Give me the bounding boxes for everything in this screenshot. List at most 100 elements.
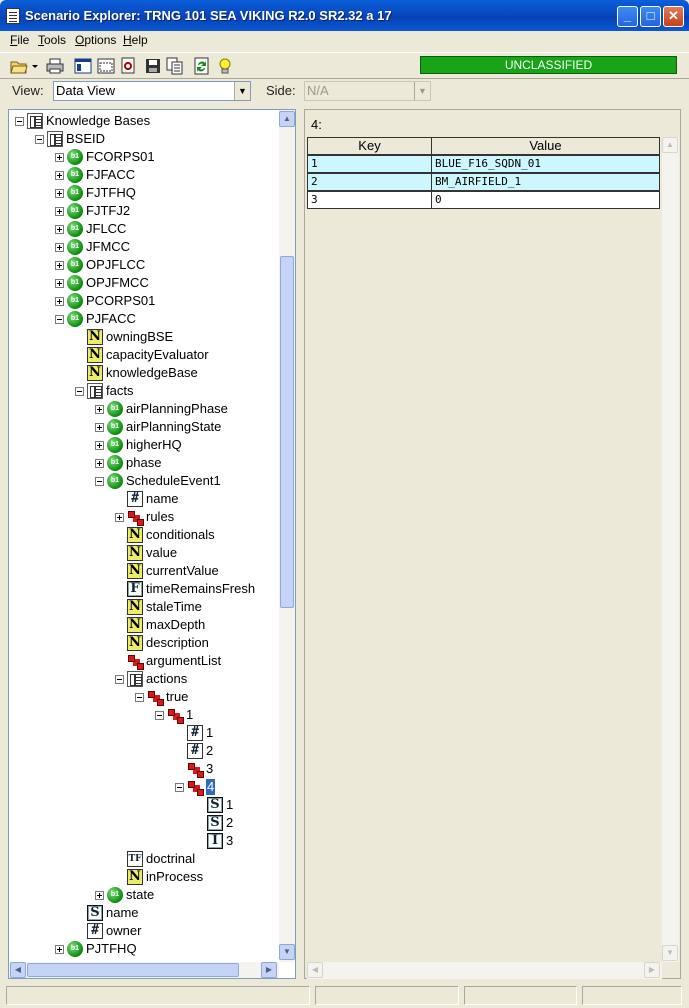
collapse-icon[interactable] — [35, 135, 44, 144]
expand-icon[interactable] — [55, 189, 64, 198]
column-header-value[interactable]: Value — [431, 137, 660, 155]
expand-icon[interactable] — [95, 459, 104, 468]
tree-node-label: airPlanningState — [126, 419, 222, 434]
dropdown-arrow-icon[interactable] — [31, 57, 39, 75]
expand-icon[interactable] — [95, 423, 104, 432]
view-select-value: Data View — [56, 83, 116, 98]
tree-node-label: OPJFMCC — [86, 275, 149, 290]
list-icon — [127, 509, 144, 526]
scroll-down-icon[interactable]: ▼ — [279, 944, 295, 960]
expand-icon[interactable] — [55, 945, 64, 954]
menu-help[interactable]: Help — [123, 33, 148, 47]
tree-node-label: FJTFHQ — [86, 185, 136, 200]
open-folder-icon[interactable] — [10, 57, 28, 75]
scroll-up-icon[interactable]: ▲ — [279, 111, 295, 127]
tree-node-label: argumentList — [146, 653, 222, 668]
expand-icon[interactable] — [55, 153, 64, 162]
s-string-icon: S — [207, 797, 223, 813]
tree-node-label: knowledgeBase — [106, 365, 198, 380]
tree-node-label: actions — [146, 671, 188, 686]
expand-icon[interactable] — [55, 171, 64, 180]
expand-icon[interactable] — [55, 243, 64, 252]
collapse-icon[interactable] — [135, 693, 144, 702]
table-cell-key[interactable]: 2 — [307, 173, 432, 191]
view-select[interactable]: Data View ▼ — [53, 81, 251, 101]
table-cell-key[interactable]: 1 — [307, 155, 432, 173]
tree-node-label: state — [126, 887, 155, 902]
green-fact-icon: b1 — [67, 203, 83, 219]
detail-horizontal-scrollbar[interactable]: ◀ ▶ — [307, 962, 662, 979]
detail-vertical-scrollbar[interactable]: ▲ ▼ — [662, 137, 679, 962]
window-icon[interactable] — [97, 57, 115, 75]
collapse-icon[interactable] — [115, 675, 124, 684]
copy-icon[interactable] — [166, 57, 184, 75]
classification-banner: UNCLASSIFIED — [420, 56, 677, 74]
expand-icon[interactable] — [55, 297, 64, 306]
green-fact-icon: b1 — [67, 149, 83, 165]
expand-icon[interactable] — [55, 207, 64, 216]
table-cell-value[interactable]: BM_AIRFIELD_1 — [431, 173, 660, 191]
expand-icon[interactable] — [55, 261, 64, 270]
tree-node-label: FCORPS01 — [86, 149, 155, 164]
print-icon[interactable] — [46, 57, 64, 75]
green-fact-icon: b1 — [107, 455, 123, 471]
chevron-down-icon[interactable]: ▼ — [234, 82, 250, 100]
maximize-button[interactable]: □ — [640, 6, 661, 27]
scroll-right-icon[interactable]: ▶ — [261, 962, 277, 978]
expand-icon[interactable] — [55, 279, 64, 288]
menu-tools[interactable]: Tools — [38, 33, 67, 47]
collapse-icon[interactable] — [175, 783, 184, 792]
panel-view-icon[interactable] — [74, 57, 92, 75]
menu-file[interactable]: File — [10, 33, 30, 47]
hash-attribute-icon: # — [187, 725, 203, 741]
save-icon[interactable] — [144, 57, 162, 75]
i-integer-icon: I — [207, 833, 223, 849]
expand-icon[interactable] — [95, 441, 104, 450]
column-header-key[interactable]: Key — [307, 137, 432, 155]
tree-node-label: staleTime — [146, 599, 202, 614]
tree-node-label: PJFACC — [86, 311, 136, 326]
scroll-left-icon[interactable]: ◀ — [307, 962, 323, 978]
green-fact-icon: b1 — [67, 167, 83, 183]
expand-icon[interactable] — [55, 225, 64, 234]
collapse-icon[interactable] — [95, 477, 104, 486]
tree-node-label: inProcess — [146, 869, 204, 884]
scroll-up-icon[interactable]: ▲ — [662, 137, 678, 153]
n-attribute-icon: N — [127, 527, 143, 543]
tree-vertical-scroll-thumb[interactable] — [280, 256, 294, 608]
tree-horizontal-scrollbar[interactable]: ◀ ▶ — [9, 962, 279, 978]
green-fact-icon: b1 — [107, 401, 123, 417]
tree-horizontal-scroll-thumb[interactable] — [27, 963, 239, 977]
tree-node-label: higherHQ — [126, 437, 182, 452]
green-fact-icon: b1 — [67, 257, 83, 273]
scroll-left-icon[interactable]: ◀ — [10, 962, 26, 978]
collapse-icon[interactable] — [75, 387, 84, 396]
tree-node-label: name — [106, 905, 139, 920]
window-title: Scenario Explorer: TRNG 101 SEA VIKING R… — [25, 8, 392, 23]
refresh-icon[interactable] — [193, 57, 211, 75]
lightbulb-icon[interactable] — [216, 57, 234, 75]
title-bar[interactable]: Scenario Explorer: TRNG 101 SEA VIKING R… — [0, 0, 689, 31]
collapse-icon[interactable] — [55, 315, 64, 324]
minimize-button[interactable]: _ — [617, 6, 638, 27]
close-button[interactable]: ✕ — [663, 6, 684, 27]
tree-vertical-scrollbar[interactable]: ▲ ▼ — [279, 110, 295, 962]
expand-icon[interactable] — [115, 513, 124, 522]
tree-node-label: OPJFLCC — [86, 257, 146, 272]
collapse-icon[interactable] — [15, 117, 24, 126]
green-fact-icon: b1 — [67, 275, 83, 291]
collapse-icon[interactable] — [155, 711, 164, 720]
menu-options[interactable]: Options — [75, 33, 117, 47]
expand-icon[interactable] — [95, 405, 104, 414]
n-attribute-icon: N — [127, 545, 143, 561]
tree-node-label: PCORPS01 — [86, 293, 156, 308]
status-bar — [0, 984, 689, 1008]
scroll-down-icon[interactable]: ▼ — [662, 945, 678, 961]
table-cell-value[interactable]: 0 — [431, 191, 660, 209]
find-icon[interactable] — [120, 57, 138, 75]
expand-icon[interactable] — [95, 891, 104, 900]
scroll-right-icon[interactable]: ▶ — [644, 962, 660, 978]
table-cell-value[interactable]: BLUE_F16_SQDN_01 — [431, 155, 660, 173]
table-cell-key[interactable]: 3 — [307, 191, 432, 209]
